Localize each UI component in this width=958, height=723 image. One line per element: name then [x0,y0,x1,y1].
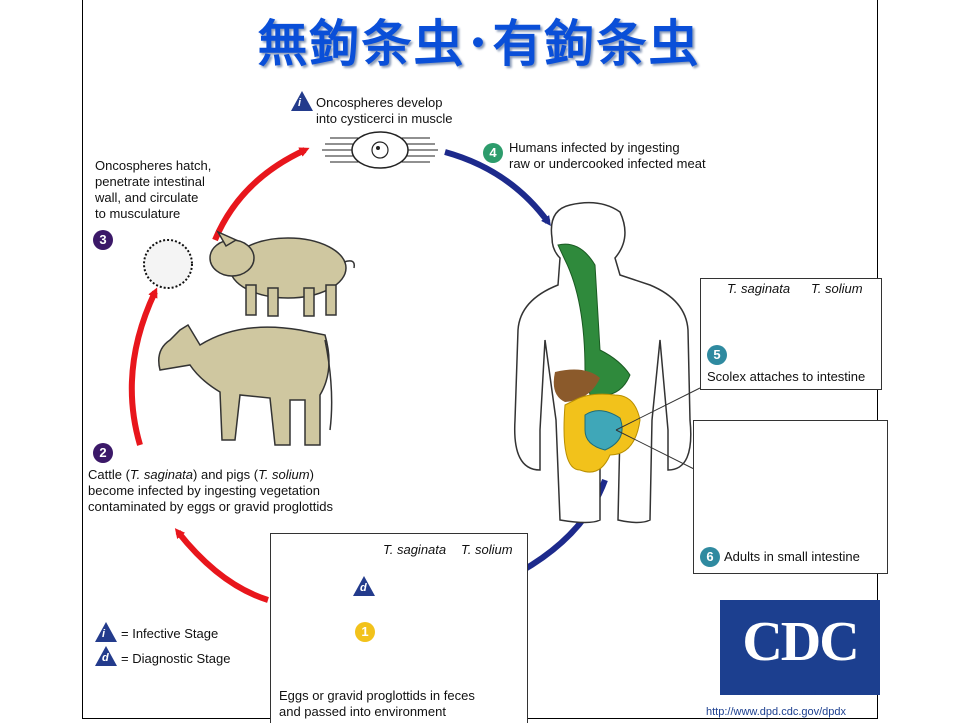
stage-5-badge: 5 [707,345,727,365]
eggs-species-saginata: T. saginata [383,542,446,558]
stage-2-badge: 2 [93,443,113,463]
species-t-saginata: T. saginata [130,467,193,482]
cow-illustration [159,325,332,445]
scolex-box: T. saginata T. solium 5 Scolex attaches … [700,278,882,390]
stage-4-line-2: raw or undercooked infected meat [509,156,706,172]
stage-5-caption: Scolex attaches to intestine [707,369,865,385]
top-stage-caption: Oncospheres develop into cysticerci in m… [316,95,453,127]
arrow-1-to-2 [178,532,268,600]
stage-4-line-1: Humans infected by ingesting [509,140,706,156]
diagnostic-stage-marker: d [353,576,375,596]
eggs-box: T. saginata T. solium d 1 Eggs or gravid… [270,533,528,723]
stage-1-line-2: and passed into environment [279,704,475,720]
pig-illustration [210,232,354,316]
cdc-tagline: SAFER·HEALTHIER·PEOPLE™ [726,690,874,697]
stage-1-caption: Eggs or gravid proglottids in feces and … [279,688,475,720]
stage-1-badge: 1 [355,622,375,642]
arrow-3-to-top [215,150,305,240]
species-t-solium: T. solium [258,467,310,482]
legend-diagnostic-icon: d [95,646,117,666]
stage-3-line-3: wall, and circulate [95,190,211,206]
cdc-logo-text: CDC [720,610,880,674]
stage-4-badge: 4 [483,143,503,163]
legend-infective-icon: i [95,622,117,642]
top-stage-line-2: into cysticerci in muscle [316,111,453,127]
stage-4-caption: Humans infected by ingesting raw or unde… [509,140,706,172]
stage-3-line-4: to musculature [95,206,211,222]
stage-3-badge: 3 [93,230,113,250]
infective-stage-marker: i [291,91,313,111]
stage-3-caption: Oncospheres hatch, penetrate intestinal … [95,158,211,222]
stage-3-line-1: Oncospheres hatch, [95,158,211,174]
scolex-species-solium: T. solium [811,281,863,297]
eggs-species-solium: T. solium [461,542,513,558]
oncosphere-illustration [144,240,192,288]
adults-box: 6 Adults in small intestine [693,420,888,574]
stage-2-line-1: Cattle (T. saginata) and pigs (T. solium… [88,467,333,483]
legend-diagnostic-label: = Diagnostic Stage [121,651,230,667]
stage-6-badge: 6 [700,547,720,567]
scolex-species-saginata: T. saginata [727,281,790,297]
legend-infective-label: = Infective Stage [121,626,218,642]
cdc-logo: CDC [720,600,880,695]
top-stage-line-1: Oncospheres develop [316,95,453,111]
arrow-2-to-3 [132,292,155,445]
stage-1-line-1: Eggs or gravid proglottids in feces [279,688,475,704]
cysticercus-in-muscle-illustration [322,132,438,168]
cdc-url: http://www.dpd.cdc.gov/dpdx [706,706,846,718]
stage-6-caption: Adults in small intestine [724,549,860,565]
stage-3-line-2: penetrate intestinal [95,174,211,190]
stage-2-line-3: contaminated by eggs or gravid proglotti… [88,499,333,515]
stage-2-line-2: become infected by ingesting vegetation [88,483,333,499]
human-illustration [515,203,691,523]
stage-2-caption: Cattle (T. saginata) and pigs (T. solium… [88,467,333,515]
